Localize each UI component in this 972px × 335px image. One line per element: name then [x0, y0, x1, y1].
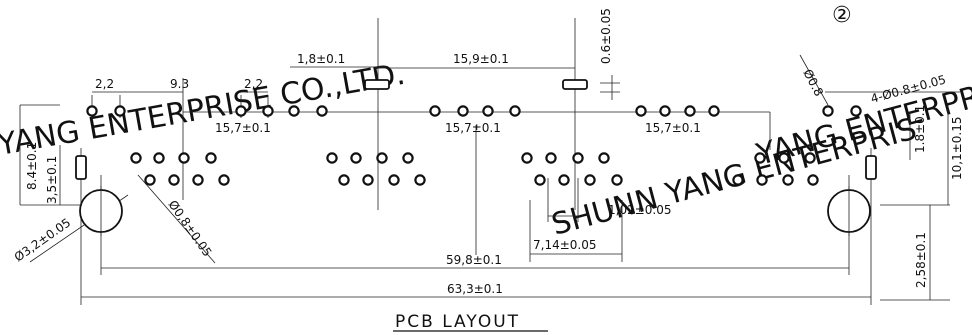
dim-h-8-4: 8.4±0.1: [25, 142, 39, 190]
pin-hole: [205, 152, 217, 164]
pin-hole: [316, 105, 328, 117]
dim-slot-1-8: 1,8±0.1: [297, 52, 345, 66]
pin-hole: [429, 105, 441, 117]
slot-side-left: [75, 155, 87, 180]
pin-hole: [457, 105, 469, 117]
pin-hole: [534, 174, 546, 186]
pin-hole: [402, 152, 414, 164]
pin-hole: [262, 105, 274, 117]
pin-hole: [850, 105, 862, 117]
slot-side-right: [865, 155, 877, 180]
dim-h-1-8: 1.8±0.1: [913, 105, 927, 153]
dim-slot-0-6: 0.6±0.05: [599, 8, 613, 64]
pin-hole: [635, 105, 647, 117]
pin-hole: [338, 174, 350, 186]
pin-hole: [509, 105, 521, 117]
dim-dia-0-8: Ø0.8: [800, 67, 826, 99]
pin-hole: [708, 105, 720, 117]
pin-hole: [414, 174, 426, 186]
pin-hole: [326, 152, 338, 164]
dim-1-02: 1,02±0.05: [608, 203, 672, 217]
dim-pitch-15-7-c: 15,7±0.1: [645, 121, 701, 135]
pin-hole: [130, 152, 142, 164]
pin-hole: [807, 174, 819, 186]
watermark-left: YANG ENTERPRISE CO.,LTD.: [0, 57, 408, 163]
slots: [75, 79, 877, 180]
pin-hole: [388, 174, 400, 186]
pin-hole: [659, 105, 671, 117]
dim-h-3-5: 3,5±0.1: [45, 156, 59, 204]
dim-pitch-15-7-b: 15,7±0.1: [445, 121, 501, 135]
dim-2-2-mid: 2,2: [244, 77, 263, 91]
pin-hole: [684, 105, 696, 117]
dim-59-8: 59,8±0.1: [446, 253, 502, 267]
pin-hole: [482, 105, 494, 117]
pin-hole: [782, 174, 794, 186]
pin-hole: [545, 152, 557, 164]
pin-hole: [611, 174, 623, 186]
dim-2-2-left: 2,2: [95, 77, 114, 91]
pin-hole: [584, 174, 596, 186]
dim-slot-15-9: 15,9±0.1: [453, 52, 509, 66]
dim-9-3: 9.3: [170, 77, 189, 91]
pin-hole: [235, 105, 247, 117]
dim-7-14: 7,14±0.05: [533, 238, 597, 252]
sheet-marker: ②: [832, 3, 852, 28]
pin-hole: [376, 152, 388, 164]
pin-hole: [114, 105, 126, 117]
pin-hole: [288, 105, 300, 117]
pin-hole: [572, 152, 584, 164]
pin-hole: [822, 105, 834, 117]
pin-hole: [732, 174, 744, 186]
pin-hole: [598, 152, 610, 164]
pin-hole: [178, 152, 190, 164]
pin-hole: [350, 152, 362, 164]
pin-hole: [756, 174, 768, 186]
slot-top-left: [364, 79, 390, 90]
dim-dia-0-8-diag: Ø0,8±0.05: [166, 198, 215, 260]
pin-hole: [86, 105, 98, 117]
dim-dia-3-2: Ø3,2±0.05: [12, 216, 74, 265]
mounting-holes: [79, 186, 871, 236]
page-title: PCB LAYOUT: [395, 312, 520, 332]
dim-pitch-15-7-a: 15,7±0.1: [215, 121, 271, 135]
dim-h-10-1: 10,1±0.15: [950, 117, 964, 181]
pin-hole: [804, 152, 816, 164]
dim-63-3: 63,3±0.1: [447, 282, 503, 296]
pin-hole: [754, 152, 766, 164]
pin-hole: [362, 174, 374, 186]
pin-hole: [218, 174, 230, 186]
pin-hole: [778, 152, 790, 164]
dim-h-2-58: 2,58±0.1: [914, 232, 928, 288]
slot-top-right: [562, 79, 588, 90]
pin-hole: [144, 174, 156, 186]
pin-holes: [86, 105, 862, 186]
pin-hole: [153, 152, 165, 164]
pin-hole: [168, 174, 180, 186]
pin-hole: [192, 174, 204, 186]
pin-hole: [558, 174, 570, 186]
pin-hole: [521, 152, 533, 164]
